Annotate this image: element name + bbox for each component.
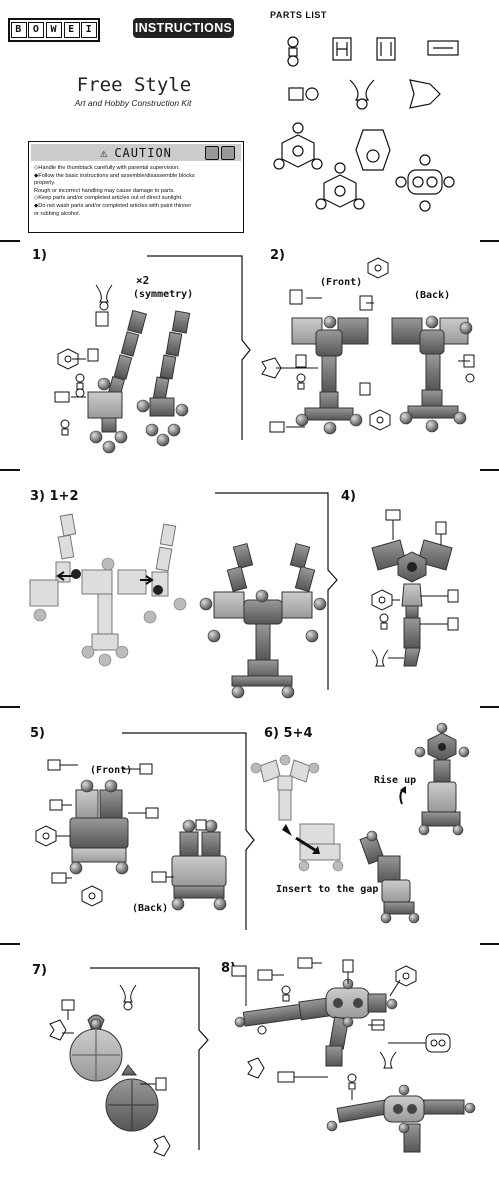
step-2-back: (Back) (414, 290, 451, 301)
step-7-illustration (49, 984, 171, 1157)
step-3-label: 3) 1+2 (30, 489, 79, 504)
step-3-illustration (29, 513, 327, 699)
caution-line: ◆Follow the basic instructions and assem… (34, 172, 195, 179)
brand-letter: O (28, 22, 45, 38)
brand-logo: B O W E I (8, 18, 100, 42)
step-8-illustration (231, 957, 476, 1153)
section-divider (0, 943, 20, 945)
step-5-front: (Front) (90, 765, 133, 776)
brand-letter: I (81, 22, 98, 38)
caution-line: properly. (34, 180, 56, 187)
step-1-note: (symmetry) (133, 289, 194, 300)
warning-icon: ⚠ (100, 145, 109, 160)
step-7-label: 7) (32, 963, 47, 978)
step-6-illustration (250, 722, 470, 924)
age-icon (205, 146, 219, 160)
section-divider (480, 706, 499, 708)
step-5-back: (Back) (132, 903, 169, 914)
section-divider (480, 943, 499, 945)
caution-heading: CAUTION (114, 145, 172, 160)
step-5-label: 5) (30, 726, 45, 741)
choke-hazard-icon (221, 146, 235, 160)
instructions-badge: INSTRUCTIONS (133, 18, 234, 38)
parts-list-icons (273, 36, 459, 212)
step-4-illustration (371, 509, 459, 667)
section-divider (0, 240, 20, 242)
section-divider (480, 240, 499, 242)
step-2-illustration (261, 257, 475, 435)
brand-letter: B (10, 22, 27, 38)
product-subtitle: Art and Hobby Construction Kit (74, 98, 192, 108)
step-1-illustration (54, 284, 191, 454)
step-2-front: (Front) (320, 277, 363, 288)
section-divider (0, 469, 20, 471)
caution-box: ⚠ CAUTION ◇Handle the thumbtack carefull… (28, 141, 244, 233)
caution-text: ◇Handle the thumbtack carefully with par… (34, 165, 239, 218)
section-divider (480, 469, 499, 471)
step-frames (90, 255, 338, 1150)
step-6-label: 6) 5+4 (264, 726, 313, 741)
step-1-multiplier: ×2 (136, 274, 150, 287)
brand-letter: W (45, 22, 62, 38)
step-1-label: 1) (32, 248, 47, 263)
step-2-label: 2) (270, 248, 285, 263)
caution-header: ⚠ CAUTION (31, 144, 241, 161)
safety-icons (205, 146, 235, 160)
caution-line: ◆Do not wash parts and/or completed arti… (34, 202, 192, 209)
product-title: Free Style (76, 74, 192, 96)
caution-line: Rough or incorrect handling may cause da… (34, 187, 175, 194)
step-5-illustration (35, 759, 227, 911)
section-divider (0, 706, 20, 708)
parts-list-title: PARTS LIST (270, 10, 327, 20)
brand-letter: E (63, 22, 80, 38)
step-6-insert: Insert to the gap (276, 884, 379, 895)
caution-line: ◇Handle the thumbtack carefully with par… (34, 165, 180, 171)
caution-line: or rubbing alcohol. (34, 210, 81, 217)
caution-line: ◇Keep parts and/or completed articles ou… (34, 195, 183, 202)
step-4-label: 4) (341, 489, 356, 504)
step-6-rise-up: Rise up (374, 775, 417, 786)
